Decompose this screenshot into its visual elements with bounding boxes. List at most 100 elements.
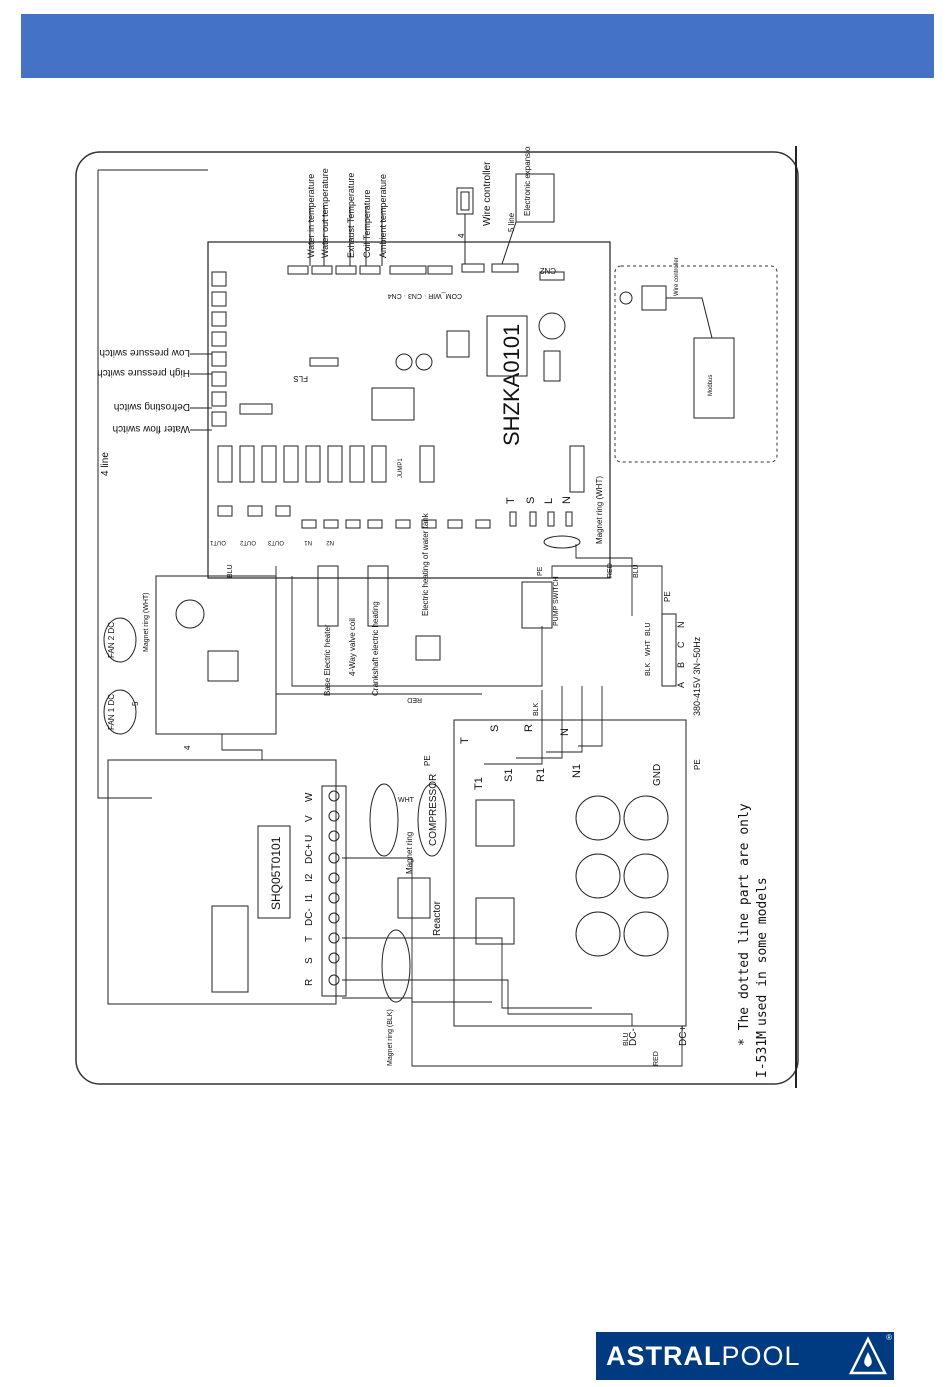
terminal-n: N	[561, 496, 573, 504]
astralpool-logo: ASTRALPOOL ®	[596, 1332, 894, 1380]
drv-dcm: DC-	[304, 908, 315, 926]
driver-terminal-circles	[328, 790, 340, 986]
phase-a: A	[676, 682, 686, 688]
wire-color-labels: RED BLU RED BLU BLK WHT RED BLU	[227, 563, 660, 1066]
wire-red-1: RED	[407, 696, 422, 703]
svg-text:OUT3: OUT3	[267, 539, 284, 545]
note-line1: * The dotted line part are only	[737, 803, 752, 1046]
wire-wht-1: WHT	[398, 797, 415, 804]
base-heater-label: Base Electric heater	[323, 624, 332, 696]
sensor-water-in: Water in temperature	[306, 174, 316, 258]
drv-s: S	[304, 957, 315, 964]
driver-magnet-ring: Magnet ring	[405, 832, 414, 874]
sensor-coil: Coil Temperature	[362, 190, 372, 258]
wire-blk-1: BLK	[533, 702, 540, 716]
driver-magnet-ring-blk: Magnet ring (BLK)	[387, 1009, 394, 1066]
sensor-labels: Water in temperature Water out temperatu…	[306, 168, 388, 266]
svg-text:N1: N1	[304, 539, 312, 545]
wiring-diagram: SHZKA0101 FLS CN2 COM_WIR · CN3 · CN4	[75, 146, 799, 1088]
crankshaft-label: Crankshaft electric heating	[371, 601, 380, 696]
figure-label: I-531M	[755, 1031, 770, 1078]
header-bar	[21, 14, 934, 78]
logo-wordmark: ASTRALPOOL	[606, 1341, 801, 1371]
diagram-frame	[75, 151, 799, 1085]
power-terminals: T S L N	[505, 496, 573, 527]
drv-t: T	[304, 936, 315, 942]
relay-row	[217, 445, 435, 483]
four-line-label: 4 line	[100, 452, 111, 476]
controller-group: Wire controller 4 Electronic expansion v…	[456, 146, 555, 265]
registered-mark: ®	[886, 1333, 892, 1342]
drv-v: V	[304, 815, 315, 822]
switch-labels: Low pressure switch High pressure switch…	[97, 169, 212, 799]
driver-board: SHQ05T0101 W V U DC+ I2 I1 DC- T S R	[107, 755, 447, 1066]
gnd-label: GND	[652, 764, 663, 786]
filter-n: N	[559, 728, 571, 736]
triangle-drop-icon	[848, 1336, 888, 1375]
filter-board: GND PE T S R N T1 S1 R1 N1 DC- DC+	[453, 719, 702, 1046]
drv-u: U	[304, 835, 315, 842]
wire-controller-label: Wire controller	[482, 161, 493, 226]
expansion-valve-label: Electronic expansion valve	[523, 146, 532, 216]
fan1-label: FAN 1 DC	[107, 694, 116, 730]
fls-label: FLS	[293, 374, 308, 383]
compressor-label: COMPRESSOR	[428, 774, 439, 846]
inset-dotted: Wire controller Modbus	[614, 257, 778, 463]
driver-model: SHQ05T0101	[269, 836, 283, 910]
drv-i2: I2	[304, 873, 315, 882]
driver-terminals: W V U DC+ I2 I1 DC- T S R	[304, 792, 315, 986]
main-board-model: SHZKA0101	[499, 324, 524, 446]
svg-text:N2: N2	[326, 539, 334, 545]
fan-board: FAN 2 DC FAN 1 DC Magnet ring (WHT) 5 4	[103, 575, 277, 750]
supply-pe: PE	[663, 591, 672, 602]
wire-blu-2: BLU	[633, 564, 640, 578]
drv-w: W	[304, 792, 315, 802]
drv-dcp: DC+	[304, 844, 315, 864]
wires	[221, 544, 683, 1067]
filter-t: T	[459, 737, 471, 744]
four-way-label: 4-Way valve coil	[348, 618, 357, 676]
switch-connectors	[211, 271, 227, 427]
filter-t1: T1	[473, 777, 485, 790]
filter-s1: S1	[503, 769, 515, 782]
wire-red-2: RED	[607, 563, 614, 578]
svg-text:OUT1: OUT1	[209, 539, 226, 545]
filter-r: R	[523, 724, 535, 732]
out-terminals	[217, 505, 491, 529]
sensor-ambient: Ambient temperature	[378, 174, 388, 258]
filter-pe: PE	[693, 759, 702, 770]
sensor-exhaust: Exhaust Temperature	[346, 173, 356, 258]
fan-n4: 4	[183, 745, 192, 750]
loads-pe: PE	[537, 566, 544, 576]
drv-i1: I1	[304, 893, 315, 902]
sensor-water-out: Water out temperature	[320, 168, 330, 258]
low-pressure-switch: Low pressure switch	[99, 347, 190, 358]
power-supply: A B C N 380-415V 3N~50Hz PE BLU WHT BLK	[645, 591, 702, 716]
wire-blu-3: BLU	[623, 1032, 630, 1046]
terminal-t: T	[505, 497, 517, 504]
defrosting-switch: Defrosting switch	[114, 401, 190, 412]
filter-r1: R1	[535, 768, 547, 782]
com-labels: COM_WIR · CN3 · CN4	[388, 292, 462, 299]
main-board: SHZKA0101 FLS CN2 COM_WIR · CN3 · CN4	[207, 241, 611, 579]
five-line-label: 5 line	[507, 212, 516, 232]
jump-label: JUMP1	[398, 458, 404, 478]
supply-wire-wht: WHT	[645, 639, 652, 656]
svg-text:OUT2: OUT2	[239, 539, 256, 545]
loads: Base Electric heater 4-Way valve coil Cr…	[317, 512, 560, 696]
inset-modbus: Modbus	[708, 375, 714, 396]
filter-s: S	[489, 725, 501, 732]
phase-n: N	[676, 622, 686, 629]
fan-magnet-ring: Magnet ring (WHT)	[143, 592, 150, 652]
wire-blu-1: BLU	[227, 564, 234, 578]
driver-pe: PE	[423, 755, 432, 766]
phase-b: B	[676, 662, 686, 668]
terminal-l: L	[543, 498, 555, 504]
reactor-label: Reactor	[432, 900, 443, 936]
tank-heating-label: Electric heating of water tank	[421, 512, 430, 616]
terminal-s: S	[525, 497, 537, 504]
filter-dc-plus: DC+	[678, 1026, 689, 1046]
filter-dc-minus: DC-	[628, 1028, 639, 1046]
fan-n5: 5	[131, 701, 140, 706]
cn2-label: CN2	[539, 266, 556, 275]
